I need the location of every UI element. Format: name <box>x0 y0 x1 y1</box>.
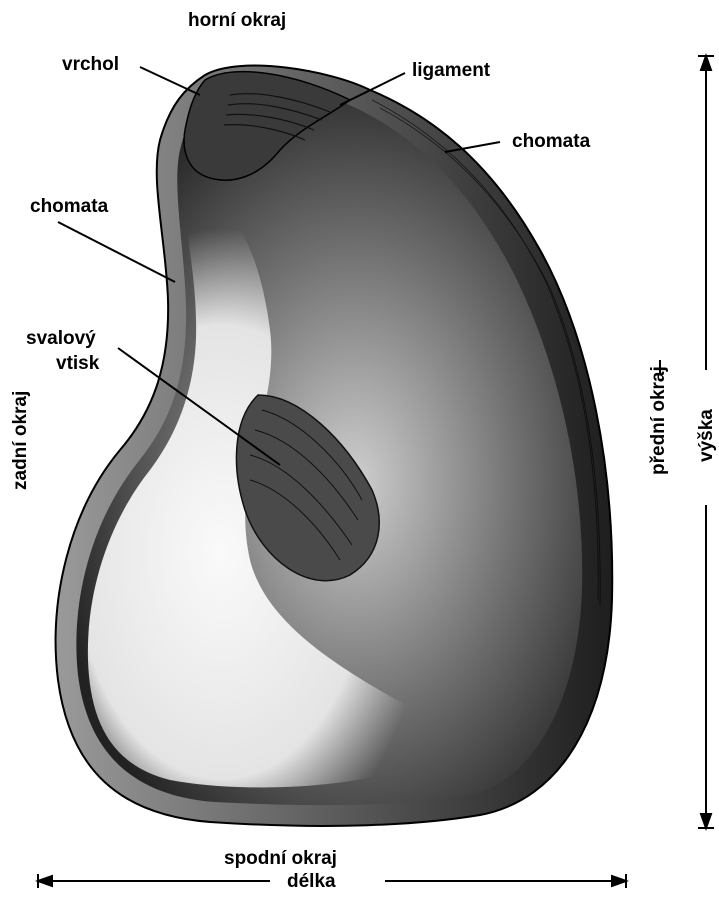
label-ligament: ligament <box>412 60 490 82</box>
label-muscle-scar-line2: vtisk <box>56 353 99 375</box>
label-bottom-edge: spodní okraj <box>224 848 337 870</box>
label-teeth-left: chomata <box>30 196 108 218</box>
leader-umbo <box>140 67 200 95</box>
label-top-edge: horní okraj <box>188 10 286 32</box>
label-teeth-right: chomata <box>512 131 590 153</box>
label-anterior-edge: přední okraj <box>648 366 670 475</box>
label-posterior-edge: zadní okraj <box>10 391 32 490</box>
leader-teeth-left <box>58 222 175 282</box>
label-height: výška <box>696 409 718 462</box>
label-muscle-scar-line1: svalový <box>26 328 96 350</box>
label-length: délka <box>287 871 336 893</box>
label-umbo: vrchol <box>62 54 119 76</box>
